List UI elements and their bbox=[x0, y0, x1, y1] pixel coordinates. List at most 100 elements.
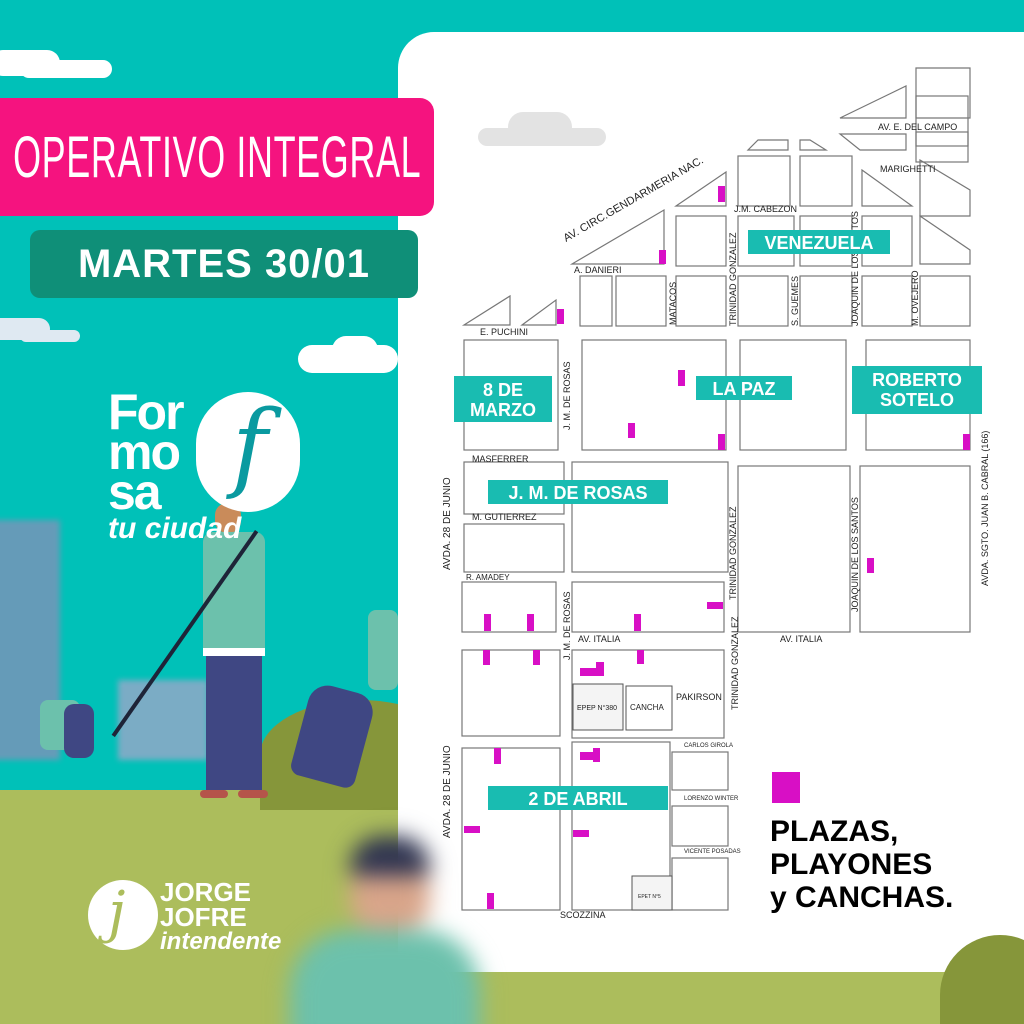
plaza-marker bbox=[718, 186, 725, 202]
city-block bbox=[861, 275, 913, 327]
street-label: LORENZO WINTER bbox=[684, 796, 739, 802]
city-block bbox=[615, 275, 667, 327]
plaza-marker bbox=[678, 370, 685, 386]
date-banner: MARTES 30/01 bbox=[30, 230, 418, 298]
facility-label: CANCHA bbox=[630, 703, 664, 712]
city-block bbox=[675, 215, 727, 267]
speech-bubble-icon bbox=[196, 392, 300, 512]
plaza-marker bbox=[557, 309, 564, 324]
city-block bbox=[571, 741, 671, 911]
neighborhood-label: ROBERTO bbox=[872, 370, 962, 390]
logo-glyph: j bbox=[108, 880, 126, 945]
city-block bbox=[737, 155, 791, 207]
cloud bbox=[20, 330, 80, 342]
cloud bbox=[508, 112, 572, 142]
street-label: SCOZZINA bbox=[560, 910, 606, 920]
title-banner: OPERATIVO INTEGRAL bbox=[0, 98, 434, 216]
city-block bbox=[671, 857, 729, 911]
neighborhood-label: 2 DE ABRIL bbox=[528, 789, 627, 809]
logo-line: mo bbox=[108, 424, 181, 480]
plaza-marker bbox=[593, 748, 600, 762]
logo-wordmark: For mo sa bbox=[108, 384, 185, 520]
city-block bbox=[463, 523, 565, 573]
city-block bbox=[671, 751, 729, 791]
logo-tagline: tu ciudad bbox=[108, 512, 242, 545]
facility-label: EPET N°5 bbox=[638, 894, 661, 900]
logo-glyph: f bbox=[232, 390, 268, 502]
street-label: CARLOS GIROLA bbox=[684, 743, 733, 749]
city-block bbox=[461, 747, 561, 911]
cloud bbox=[332, 336, 378, 364]
city-block bbox=[915, 95, 969, 147]
city-block bbox=[579, 275, 613, 327]
city-block bbox=[569, 208, 665, 265]
neighborhood-label-bg bbox=[488, 786, 668, 810]
city-block bbox=[571, 649, 725, 739]
street-label: A. DANIERI bbox=[574, 265, 622, 275]
city-block bbox=[838, 133, 907, 151]
city-block bbox=[919, 275, 971, 327]
street-label: J. M. DE ROSAS bbox=[562, 361, 572, 430]
plaza-marker bbox=[580, 752, 600, 760]
plaza-marker bbox=[637, 650, 644, 664]
city-block bbox=[799, 139, 829, 151]
neighborhood-label: MARZO bbox=[470, 400, 536, 420]
neighborhood-label: 8 DE bbox=[483, 380, 523, 400]
neighborhood-label: J. M. DE ROSAS bbox=[508, 483, 647, 503]
street-label: JOAQUIN DE LOS SANTOS bbox=[850, 211, 860, 326]
street-label: MARIGHETTI bbox=[880, 164, 936, 174]
neighborhood-label-bg bbox=[748, 230, 890, 254]
street-label: R. AMADEY bbox=[466, 573, 510, 582]
street-label: PAKIRSON bbox=[676, 692, 722, 702]
neighborhood-label-bg bbox=[454, 376, 552, 422]
city-block bbox=[671, 805, 729, 847]
street-label: J.M. CABEZON bbox=[734, 204, 797, 214]
legend-text: PLAZAS, PLAYONES y CANCHAS. bbox=[770, 815, 954, 914]
plaza-marker bbox=[527, 614, 534, 631]
street-label: TRINIDAD GONZALEZ bbox=[728, 506, 738, 600]
city-block bbox=[799, 155, 853, 207]
legend-swatch bbox=[772, 772, 800, 803]
facility-label: EPEP N°380 bbox=[577, 704, 617, 712]
street-label: AV. ITALIA bbox=[578, 634, 620, 644]
city-block bbox=[461, 294, 511, 326]
plaza-marker bbox=[487, 893, 494, 909]
logo-line: For bbox=[108, 384, 185, 440]
city-block bbox=[861, 168, 914, 207]
city-block bbox=[737, 465, 851, 633]
plaza-marker bbox=[963, 434, 970, 450]
city-block bbox=[839, 85, 907, 119]
street-label: AV. ITALIA bbox=[780, 634, 822, 644]
city-block bbox=[919, 158, 971, 217]
neighborhood-label: VENEZUELA bbox=[764, 233, 873, 253]
neighborhood-label: SOTELO bbox=[880, 390, 954, 410]
city-block bbox=[461, 581, 557, 633]
city-block bbox=[915, 67, 971, 119]
street-label: AVDA. 28 DE JUNIO bbox=[442, 745, 453, 838]
street-label: VICENTE POSADAS bbox=[684, 849, 741, 855]
street-label: E. PUCHINI bbox=[480, 327, 528, 337]
neighborhood-label-bg bbox=[488, 480, 668, 504]
street-label: S. GUEMES bbox=[790, 276, 800, 326]
neighborhood-label: LA PAZ bbox=[713, 379, 776, 399]
street-label: MASFERRER bbox=[472, 454, 529, 464]
plaza-marker bbox=[580, 668, 602, 676]
logo-line: sa bbox=[108, 464, 162, 520]
street-label: M. GUTIERREZ bbox=[472, 512, 537, 522]
plaza-marker bbox=[634, 614, 641, 631]
street-label: TRINIDAD GONZALEZ bbox=[728, 232, 738, 326]
cloud bbox=[20, 60, 112, 78]
plaza-marker bbox=[533, 650, 540, 665]
city-block bbox=[674, 170, 727, 207]
city-block bbox=[571, 581, 725, 633]
city-block bbox=[919, 214, 971, 265]
plaza-marker bbox=[718, 434, 725, 450]
building-illustration bbox=[118, 680, 208, 760]
candidate-last-name: JOFRE bbox=[160, 902, 247, 932]
plaza-marker bbox=[596, 662, 604, 676]
facility-school-epep bbox=[572, 683, 624, 731]
plaza-marker bbox=[628, 423, 635, 438]
candidate-role: intendente bbox=[160, 928, 282, 955]
